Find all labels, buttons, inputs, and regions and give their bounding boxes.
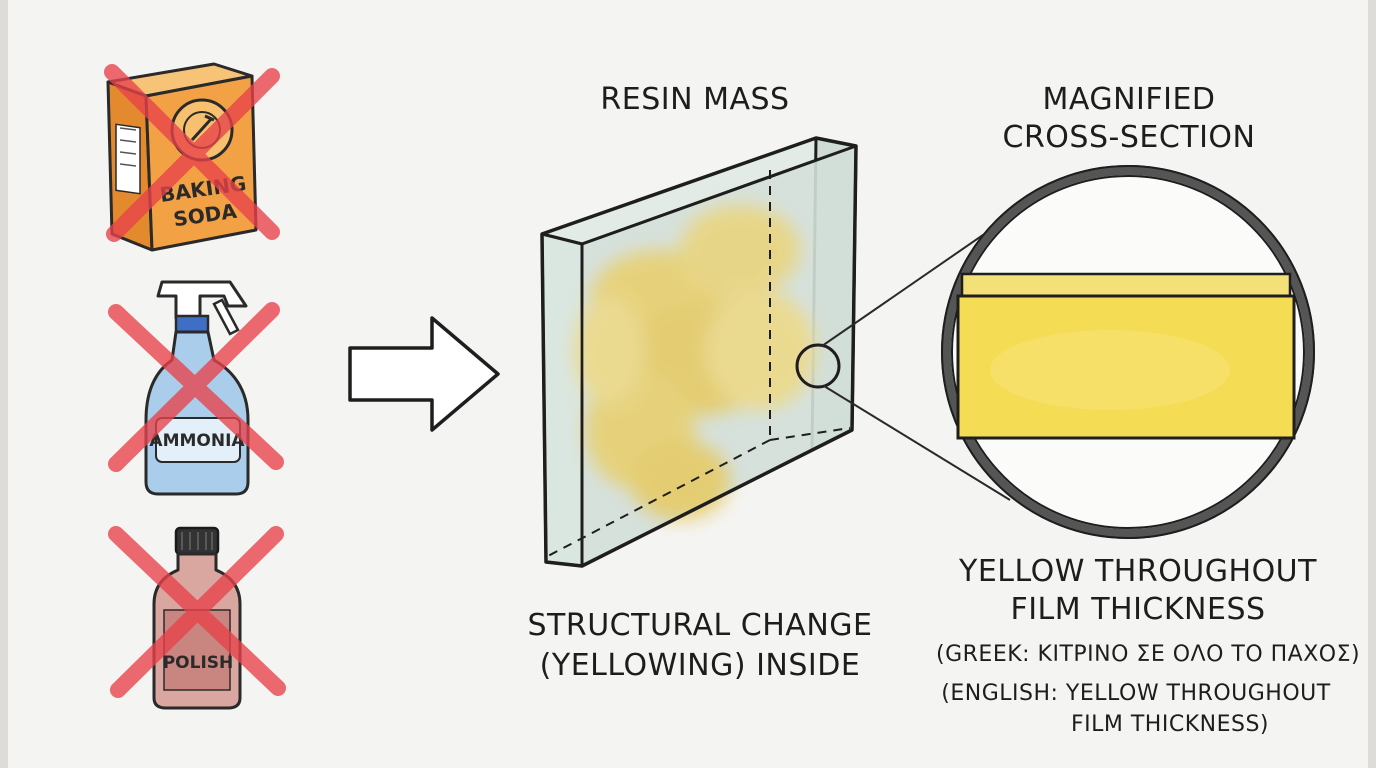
magnified-title-line2: CROSS-SECTION [1002, 120, 1256, 155]
red-cross-icon [108, 526, 286, 698]
magnified-cross-section-lens [941, 165, 1315, 539]
magnify-spot [795, 343, 841, 389]
red-cross-icon [108, 302, 284, 472]
english-note-line1: (ENGLISH: YELLOW THROUGHOUT [941, 681, 1331, 706]
magnified-caption-line1: YELLOW THROUGHOUT [959, 554, 1317, 589]
red-cross-icon [104, 64, 280, 242]
right-arrow-icon [348, 316, 500, 432]
resin-caption-line2: (YELLOWING) INSIDE [539, 648, 861, 683]
greek-note: (GREEK: ΚΙΤΡΙΝΟ ΣΕ ΟΛΟ ΤΟ ΠΑΧΟΣ) [936, 642, 1361, 667]
ammonia-label: AMMONIA [149, 431, 245, 451]
magnified-caption-line2: FILM THICKNESS [1010, 592, 1266, 627]
resin-mass-block [540, 136, 858, 568]
resin-mass-title: RESIN MASS [600, 82, 790, 117]
english-note-line2: FILM THICKNESS) [1070, 712, 1269, 737]
polish-label: POLISH [163, 653, 234, 673]
resin-caption-line1: STRUCTURAL CHANGE [527, 608, 873, 643]
magnified-title-line1: MAGNIFIED [1042, 82, 1216, 117]
